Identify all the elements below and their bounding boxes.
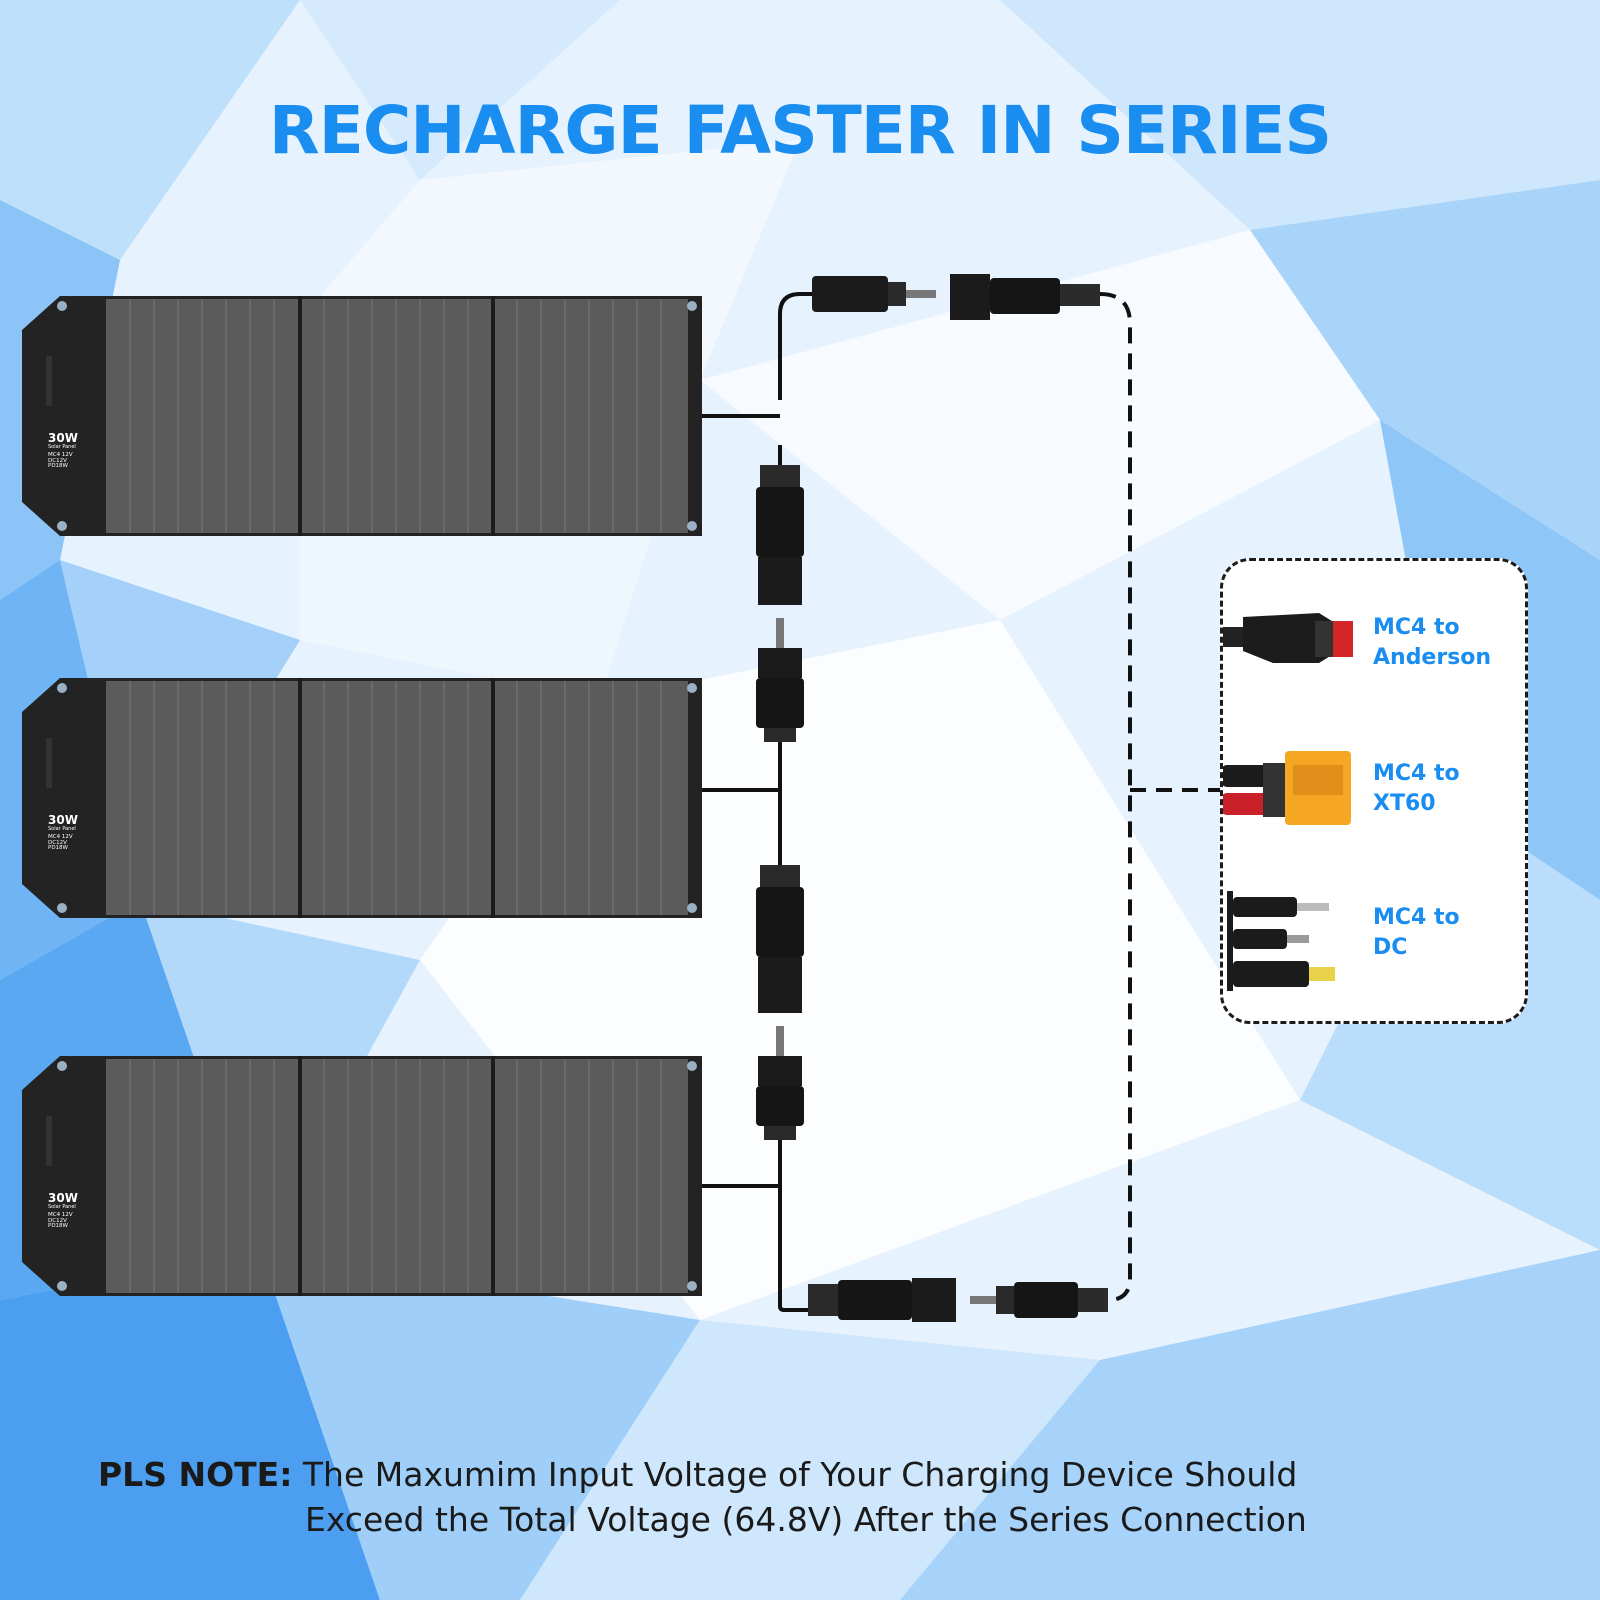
mc4-vertical-connector-icon [756,465,804,605]
note-line-2: Exceed the Total Voltage (64.8V) After t… [305,1500,1307,1539]
adapter-anderson: MC4 to Anderson [1223,601,1531,701]
panel-wattage: 30W [48,813,78,827]
solar-panel-2: 30W Solar Panel MC4 12V DC12V PD18W [22,678,702,918]
panel-spec: MC4 12V [48,451,73,458]
mc4-male-connector-icon [812,276,936,312]
adapter-options-panel: MC4 to Anderson MC4 to XT60 MC4 [1220,558,1528,1024]
panel-subtitle: Solar Panel [48,1203,76,1210]
panel-wattage: 30W [48,1191,78,1205]
mc4-vertical-connector-icon [756,1026,804,1140]
xt60-connector-icon [1223,751,1351,825]
dc-plug-icon [1227,891,1335,991]
adapter-label: MC4 to XT60 [1373,761,1460,816]
solar-panel-icon [22,1056,702,1296]
panel-spec: PD18W [48,1223,68,1230]
solar-panel-3: 30W Solar Panel MC4 12V DC12V PD18W [22,1056,702,1296]
adapter-label: MC4 to DC [1373,905,1460,960]
note-lead: PLS NOTE: [98,1455,293,1494]
solar-panel-1: 30W Solar Panel MC4 12V DC12V PD18W [22,296,702,536]
solar-panel-icon [22,678,702,918]
panel-cables [702,292,812,1312]
note-text-1: The Maxumim Input Voltage of Your Chargi… [292,1455,1298,1494]
panel-spec: PD18W [48,463,68,470]
mc4-vertical-connector-icon [756,618,804,742]
panel-spec: DC12V [48,1217,67,1224]
solar-panel-icon [22,296,702,536]
panel-spec: MC4 12V [48,833,73,840]
output-cable [1099,292,1132,1302]
mc4-male-connector-icon [970,1282,1108,1318]
panel-subtitle: Solar Panel [48,825,76,832]
panel-rating: 30W Solar Panel MC4 12V DC12V PD18W [48,814,118,852]
mc4-female-connector-icon [808,1278,956,1322]
panel-rating: 30W Solar Panel MC4 12V DC12V PD18W [48,1192,118,1230]
voltage-note: PLS NOTE: The Maxumim Input Voltage of Y… [98,1452,1518,1542]
panel-wattage: 30W [48,431,78,445]
panel-rating: 30W Solar Panel MC4 12V DC12V PD18W [48,432,118,470]
panel-spec: MC4 12V [48,1211,73,1218]
adapter-xt60: MC4 to XT60 [1223,747,1531,847]
panel-spec: DC12V [48,457,67,464]
adapter-label: MC4 to Anderson [1373,615,1492,670]
page-title: RECHARGE FASTER IN SERIES [268,92,1332,169]
note-line-1: PLS NOTE: The Maxumim Input Voltage of Y… [98,1452,1518,1497]
mc4-vertical-connector-icon [756,865,804,1013]
mc4-female-connector-icon [950,274,1100,320]
adapter-dc: MC4 to DC [1223,891,1531,991]
panel-spec: PD18W [48,845,68,852]
anderson-connector-icon [1223,613,1353,663]
panel-subtitle: Solar Panel [48,443,76,450]
panel-spec: DC12V [48,839,67,846]
